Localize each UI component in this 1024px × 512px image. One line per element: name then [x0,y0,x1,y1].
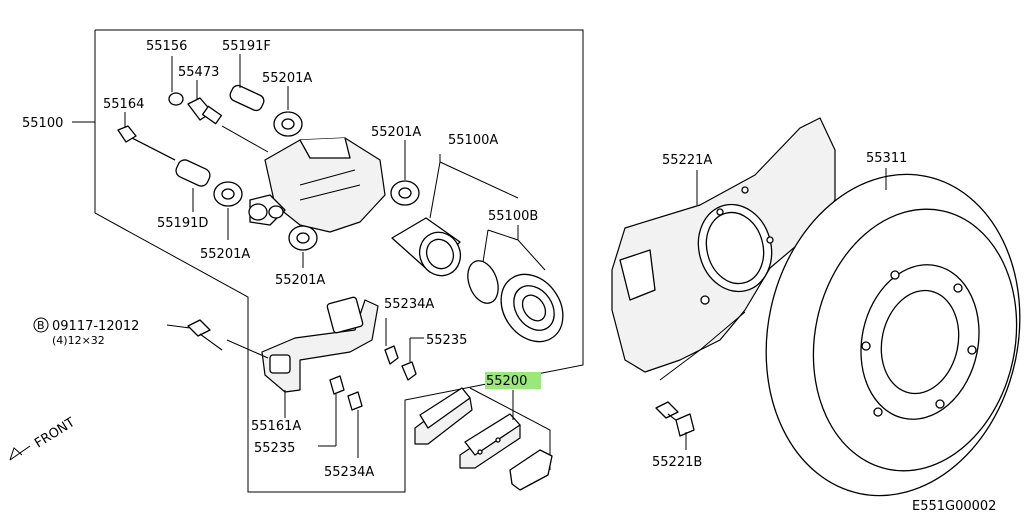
label-55200: 55200 [486,374,527,389]
label-55100B: 55100B [488,209,538,224]
label-55234A-2: 55234A [324,465,374,480]
label-55191D: 55191D [157,216,208,231]
guide-bolt-part [117,125,176,161]
label-55100: 55100 [22,116,63,131]
label-55473: 55473 [178,65,219,80]
label-55221A: 55221A [662,153,712,168]
bleeder-cap-part [168,92,184,106]
pad-shim-part [509,449,553,491]
brake-pad-inner-part [414,387,473,445]
drawing-code: E551G00002 [912,499,996,512]
pin-boot-1-part [273,111,303,137]
bleeder-screw-part [187,97,223,125]
label-55164: 55164 [103,97,144,112]
caliper-body-part [248,137,386,233]
front-arrow-icon [9,445,31,461]
label-bolt-code: 09117-12012 [52,319,139,334]
label-55191F: 55191F [222,39,271,54]
label-55100A: 55100A [448,133,498,148]
bolt-code-circle [33,317,49,333]
label-55235-1: 55235 [426,333,467,348]
pad-clip-upper-part [384,345,417,381]
label-55156: 55156 [146,39,187,54]
piston-seal-part [467,260,499,304]
label-front: FRONT [32,415,78,451]
back-plate-bolt-part [655,401,695,437]
piston-part [391,217,462,277]
pin-boot-4-part [390,180,420,206]
label-55201A-2: 55201A [371,125,421,140]
label-55235-2: 55235 [254,441,295,456]
label-55161A: 55161A [251,419,301,434]
pad-clip-lower-part [329,375,363,411]
pin-boot-3-part [288,225,318,251]
bracket-bolt-part [187,319,223,351]
guide-pin-lower-part [175,159,211,187]
label-55221B: 55221B [652,455,702,470]
label-55234A-1: 55234A [384,297,434,312]
pin-boot-2-part [213,181,243,207]
disc-rotor-part [765,173,1021,497]
label-55201A-4: 55201A [275,273,325,288]
brake-pad-outer-part [459,413,521,469]
caliper-bracket-part [261,296,379,393]
assembly-frame [94,29,584,493]
guide-pin-upper-part [229,84,265,112]
label-55201A-3: 55201A [200,247,250,262]
label-55311: 55311 [866,151,907,166]
label-bolt-spec: (4)12×32 [52,334,105,347]
highlight-55200 [485,372,541,389]
label-55201A-1: 55201A [262,71,312,86]
back-plate-part [611,117,836,373]
piston-boot-part [500,273,564,343]
bolt-code-circle-letter: B [37,319,45,332]
